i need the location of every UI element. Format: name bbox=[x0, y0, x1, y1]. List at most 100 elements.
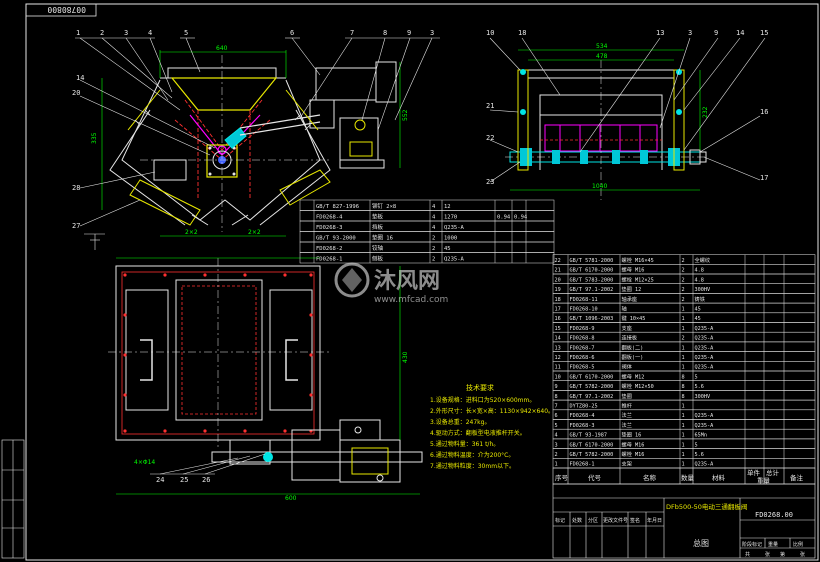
front-callout: 1 bbox=[76, 29, 80, 37]
front-callout: 4 bbox=[148, 29, 152, 37]
bom-cell: 8 bbox=[682, 374, 685, 380]
title-block-rev-col: 年月日 bbox=[647, 517, 662, 524]
bom-cell: 14 bbox=[555, 336, 561, 342]
bom-cell: 全螺纹 bbox=[695, 256, 711, 264]
bom-cell: 17 bbox=[555, 307, 561, 313]
dim-front-top: 640 bbox=[216, 45, 228, 52]
bom-cell: 18 bbox=[555, 297, 561, 303]
bom-cell: 65Mn bbox=[695, 433, 708, 439]
bom-cell: 螺栓 M16 bbox=[622, 450, 645, 458]
bom-cell: 1 bbox=[682, 355, 685, 361]
bom-cell: 支座 bbox=[622, 324, 632, 332]
front-callout: 3 bbox=[430, 29, 434, 37]
bom-cell: Q235-A bbox=[695, 326, 715, 332]
bom-cell: 2 bbox=[682, 258, 685, 264]
bom-cell: Q235-A bbox=[695, 336, 715, 342]
bom-cell: 6 bbox=[555, 413, 558, 419]
bom-cell: FD0268-4 bbox=[570, 413, 595, 419]
small-table-cell: 4 bbox=[432, 225, 436, 231]
front-callout: 2 bbox=[100, 29, 104, 37]
bom-cell: Q235-A bbox=[695, 462, 715, 468]
bom-cell: 300HV bbox=[695, 394, 711, 400]
dim-side-top: 534 bbox=[596, 43, 608, 50]
bom-cell: 12 bbox=[555, 355, 561, 361]
front-callout: 6 bbox=[290, 29, 294, 37]
bom-cell: 1 bbox=[682, 307, 685, 313]
bom-cell: 20 bbox=[555, 277, 561, 283]
small-table-cell: 侧板 bbox=[372, 255, 384, 263]
title-block-assembly: 总图 bbox=[693, 538, 709, 548]
bom-header-code: 代号 bbox=[588, 473, 602, 482]
plan-callout: 26 bbox=[202, 476, 210, 484]
bom-cell: 推杆 bbox=[622, 402, 632, 410]
bom-cell: FD0268-5 bbox=[570, 365, 595, 371]
bom-cell: 15 bbox=[555, 326, 561, 332]
bom-header-unit: 单件 bbox=[747, 468, 761, 477]
small-table-cell: GB/T 827-1996 bbox=[316, 204, 359, 210]
front-view: 640 552 335 2×2 2×2 bbox=[84, 45, 409, 250]
bom-cell: 21 bbox=[555, 268, 561, 274]
bom-cell: GB/T 97.1-2002 bbox=[570, 287, 614, 293]
small-table-cell: 4 bbox=[432, 204, 436, 210]
bom-cell: FD0268-6 bbox=[570, 355, 595, 361]
front-callout: 7 bbox=[350, 29, 354, 37]
watermark-logo-icon: 沐风网 www.mfcad.com bbox=[334, 262, 448, 305]
bom-cell: GB/T 5782-2000 bbox=[570, 452, 614, 458]
tech-req-item: 6.通过物料温度：介为200°C。 bbox=[430, 451, 514, 459]
bom-cell: 螺栓 M12×50 bbox=[622, 382, 654, 390]
side-part-numbers: 10 18 13 3 9 14 15 16 17 21 22 23 bbox=[486, 29, 768, 186]
side-callout: 15 bbox=[760, 29, 768, 37]
bom-cell: 2 bbox=[555, 452, 558, 458]
dim-side-mid: 478 bbox=[596, 53, 608, 60]
title-block-stage: 阶段标记 bbox=[742, 541, 762, 548]
bom-cell: 7 bbox=[555, 404, 558, 410]
bom-cell: 翻板(二) bbox=[622, 343, 644, 351]
bom-cell: GB/T 5782-2000 bbox=[570, 384, 614, 390]
bom-header-qty: 数量 bbox=[681, 473, 695, 482]
small-table-cell: 4 bbox=[432, 215, 436, 221]
bom-cell: 翻板(一) bbox=[622, 353, 644, 361]
bom-cell: 1 bbox=[682, 452, 685, 458]
small-table-cell: 0.94 bbox=[514, 215, 528, 221]
bom-cell: 13 bbox=[555, 345, 561, 351]
bom-cell: 1 bbox=[682, 326, 685, 332]
dim-side-right: 232 bbox=[702, 106, 709, 118]
bom-cell: 16 bbox=[555, 316, 561, 322]
bom-cell: Q235-A bbox=[695, 413, 715, 419]
bom-cell: 螺母 M12 bbox=[622, 372, 645, 380]
front-callout: 5 bbox=[184, 29, 188, 37]
bom-header-material: 材料 bbox=[712, 473, 726, 482]
bom-cell: FD0268-11 bbox=[570, 297, 598, 303]
bom-cell: GB/T 6170-2000 bbox=[570, 268, 614, 274]
small-table-cell: 铆钉 2×8 bbox=[372, 202, 396, 210]
bom-cell: 螺栓 M12×25 bbox=[622, 275, 654, 283]
bom-cell: 4.8 bbox=[695, 268, 704, 274]
bom-cell: 2 bbox=[682, 277, 685, 283]
front-callout: 14 bbox=[76, 74, 84, 82]
bom-cell: DYTZ80-25 bbox=[570, 404, 598, 410]
title-block-sheet: 张 bbox=[765, 551, 770, 558]
title-block-drawing-no: FD0268.00 bbox=[755, 511, 793, 519]
bom-cell: GB/T 5781-2000 bbox=[570, 258, 614, 264]
title-block-rev-col: 更改文件号 bbox=[603, 517, 628, 524]
front-callout: 20 bbox=[72, 89, 80, 97]
bom-cell: 螺母 M16 bbox=[622, 266, 645, 274]
bom-cell: 19 bbox=[555, 287, 561, 293]
side-callout: 9 bbox=[714, 29, 718, 37]
bom-cell: 铸铁 bbox=[695, 295, 705, 303]
bom-cell: Q235-A bbox=[695, 365, 715, 371]
bom-cell: 8 bbox=[682, 384, 685, 390]
bom-cell: 1 bbox=[682, 345, 685, 351]
side-callout: 14 bbox=[736, 29, 744, 37]
bom-cell: 法兰 bbox=[622, 411, 632, 419]
bom-cell: 3 bbox=[555, 442, 558, 448]
watermark: 沐风网 www.mfcad.com bbox=[330, 258, 490, 308]
plan-callout: 24 bbox=[156, 476, 164, 484]
bom-cell: 1 bbox=[682, 433, 685, 439]
small-table-cell: 2 bbox=[432, 257, 435, 263]
bom-cell: FD0268-1 bbox=[570, 462, 595, 468]
bom-cell: 螺母 M16 bbox=[622, 440, 645, 448]
title-block-rev-col: 分区 bbox=[588, 517, 598, 524]
bom-cell: Q235-A bbox=[695, 355, 715, 361]
